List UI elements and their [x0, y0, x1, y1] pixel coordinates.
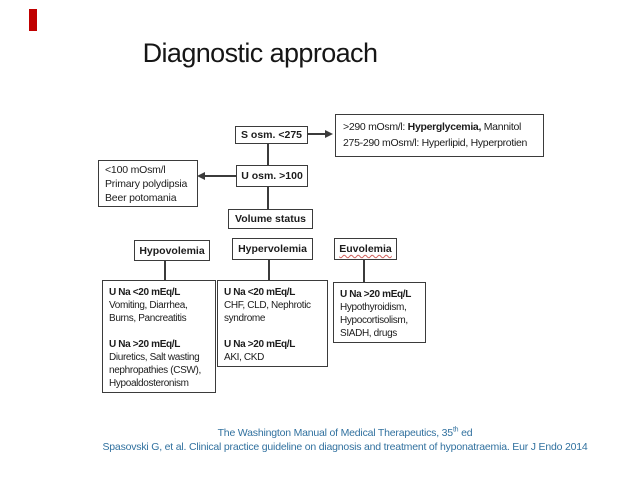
- low-urine-osm-line: Primary polydipsia: [105, 178, 188, 190]
- detail-line: AKI, CKD: [224, 352, 264, 363]
- detail-line: [224, 325, 321, 338]
- node-urine-osmolality-label: U osm. >100: [241, 170, 303, 182]
- node-hypovolemia-detail: U Na <20 mEq/L Vomiting, Diarrhea, Burns…: [102, 280, 216, 393]
- detail-line: Diuretics, Salt wasting: [109, 352, 200, 363]
- node-hypervolemia: Hypervolemia: [232, 238, 313, 260]
- node-hypovolemia: Hypovolemia: [134, 240, 210, 261]
- detail-line: Hypocortisolism,: [340, 315, 408, 326]
- detail-line: [109, 325, 209, 338]
- red-accent-bar: [29, 9, 37, 31]
- connector-serum-to-hyperosmolar: [308, 133, 326, 135]
- detail-line: U Na >20 mEq/L: [340, 289, 411, 300]
- footer-citation: The Washington Manual of Medical Therape…: [52, 426, 638, 454]
- connector-serum-to-urine: [267, 144, 269, 165]
- node-hypervolemia-detail: U Na <20 mEq/L CHF, CLD, Nephrotic syndr…: [217, 280, 328, 367]
- detail-line: SIADH, drugs: [340, 328, 397, 339]
- node-hyperosmolar-causes: >290 mOsm/l: Hyperglycemia, Mannitol 275…: [335, 114, 544, 157]
- node-urine-osmolality: U osm. >100: [236, 165, 308, 187]
- connector-urine-to-volume: [267, 187, 269, 209]
- detail-line: nephropathies (CSW),: [109, 365, 201, 376]
- page-title: Diagnostic approach: [142, 38, 378, 68]
- detail-line: U Na <20 mEq/L: [224, 287, 295, 298]
- connector-hypovolemia: [164, 261, 166, 280]
- misspelled-word: Euvolemia: [339, 243, 392, 255]
- detail-line: Hypothyroidism,: [340, 302, 407, 313]
- footer-line-2: Spasovski G, et al. Clinical practice gu…: [102, 441, 588, 453]
- node-serum-osmolality: S osm. <275: [235, 126, 308, 144]
- arrowhead-right-icon: [325, 129, 333, 138]
- arrowhead-left-icon: [197, 172, 205, 180]
- connector-hypervolemia: [268, 260, 270, 280]
- hyperosmolar-line-1: >290 mOsm/l: Hyperglycemia, Mannitol: [343, 121, 522, 133]
- connector-urine-to-lowosm: [205, 175, 236, 177]
- superscript-th: th: [452, 426, 459, 434]
- detail-line: Hypoaldosteronism: [109, 378, 189, 389]
- node-hypervolemia-label: Hypervolemia: [238, 243, 307, 255]
- node-serum-osmolality-label: S osm. <275: [241, 129, 302, 141]
- connector-euvolemia: [363, 260, 365, 282]
- footer-line-1: The Washington Manual of Medical Therape…: [217, 426, 473, 440]
- node-volume-status: Volume status: [228, 209, 313, 229]
- detail-line: Burns, Pancreatitis: [109, 313, 187, 324]
- detail-line: U Na >20 mEq/L: [224, 339, 295, 350]
- detail-line: Vomiting, Diarrhea,: [109, 300, 188, 311]
- node-euvolemia-detail: U Na >20 mEq/L Hypothyroidism, Hypocorti…: [333, 282, 426, 343]
- node-euvolemia: Euvolemia: [334, 238, 397, 260]
- low-urine-osm-line: <100 mOsm/l: [105, 164, 166, 176]
- detail-line: CHF, CLD, Nephrotic: [224, 300, 311, 311]
- node-hypovolemia-label: Hypovolemia: [139, 244, 205, 257]
- detail-line: syndrome: [224, 313, 266, 324]
- low-urine-osm-line: Beer potomania: [105, 192, 177, 204]
- node-volume-status-label: Volume status: [235, 213, 306, 225]
- detail-line: U Na <20 mEq/L: [109, 287, 180, 298]
- hyperosmolar-line-2: 275-290 mOsm/l: Hyperlipid, Hyperprotien: [343, 137, 528, 149]
- detail-line: U Na >20 mEq/L: [109, 339, 180, 350]
- node-low-urine-osm: <100 mOsm/l Primary polydipsia Beer poto…: [98, 160, 198, 207]
